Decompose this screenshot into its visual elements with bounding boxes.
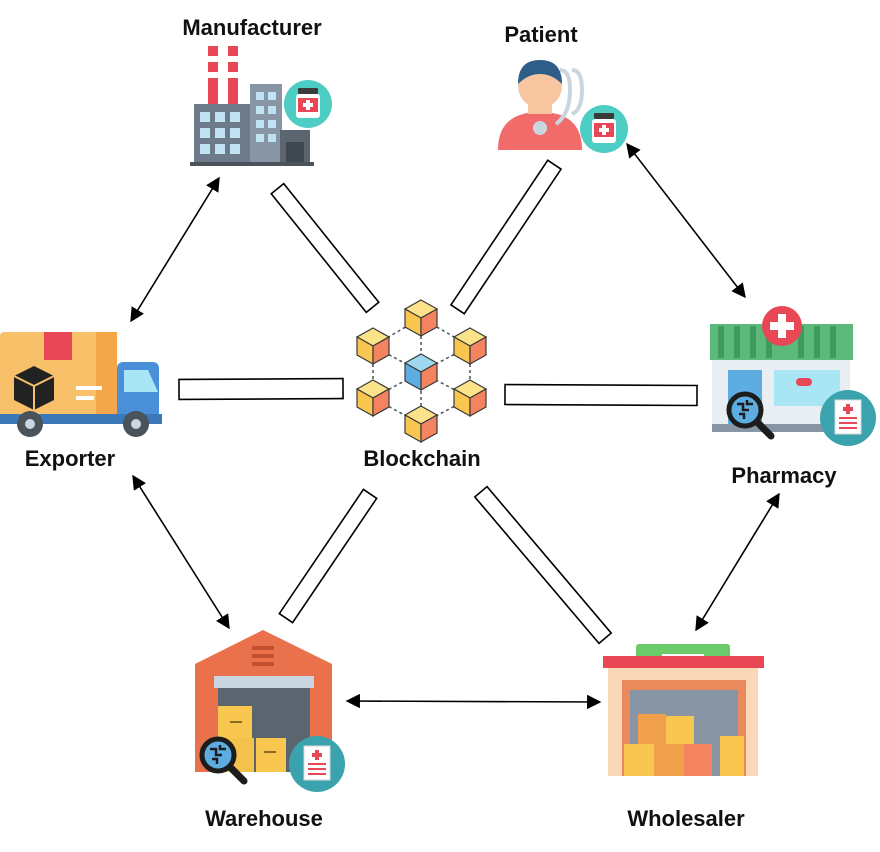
arrow-exporter-warehouse	[132, 474, 230, 630]
prescription-badge-icon	[288, 735, 346, 793]
wholesaler-store-icon	[603, 644, 764, 776]
arrow-pharmacy-wholesaler	[695, 492, 780, 632]
label-exporter: Exporter	[25, 446, 116, 471]
medicine-badge-icon	[284, 80, 332, 128]
link-pharmacy-blockchain	[504, 383, 698, 407]
arrow-warehouse-wholesaler	[345, 693, 602, 710]
node-wholesaler: Wholesaler	[603, 644, 764, 831]
link-warehouse-blockchain	[278, 488, 378, 624]
label-wholesaler: Wholesaler	[627, 806, 745, 831]
label-patient: Patient	[504, 22, 578, 47]
label-warehouse: Warehouse	[205, 806, 323, 831]
node-manufacturer: Manufacturer	[182, 15, 332, 166]
node-exporter: Exporter	[0, 332, 162, 471]
arrow-patient-pharmacy	[626, 142, 746, 299]
link-wholesaler-blockchain	[473, 485, 613, 645]
patient-doctor-icon	[498, 60, 585, 150]
flow-arrows	[130, 142, 780, 710]
node-patient: Patient	[498, 22, 628, 153]
link-patient-blockchain	[449, 159, 563, 315]
node-pharmacy: Pharmacy	[710, 306, 877, 488]
label-pharmacy: Pharmacy	[731, 463, 837, 488]
link-manufacturer-blockchain	[270, 182, 380, 314]
node-warehouse: Warehouse	[195, 630, 346, 831]
link-exporter-blockchain	[178, 377, 344, 401]
medicine-badge-icon	[580, 105, 628, 153]
blockchain-cubes-icon	[356, 299, 487, 443]
delivery-truck-icon	[0, 332, 162, 437]
factory-icon	[190, 46, 314, 166]
arrow-manufacturer-exporter	[130, 176, 220, 323]
label-manufacturer: Manufacturer	[182, 15, 322, 40]
node-blockchain: Blockchain	[356, 299, 487, 471]
blockchain-links	[178, 159, 698, 645]
prescription-badge-icon	[819, 389, 877, 447]
label-blockchain: Blockchain	[363, 446, 480, 471]
